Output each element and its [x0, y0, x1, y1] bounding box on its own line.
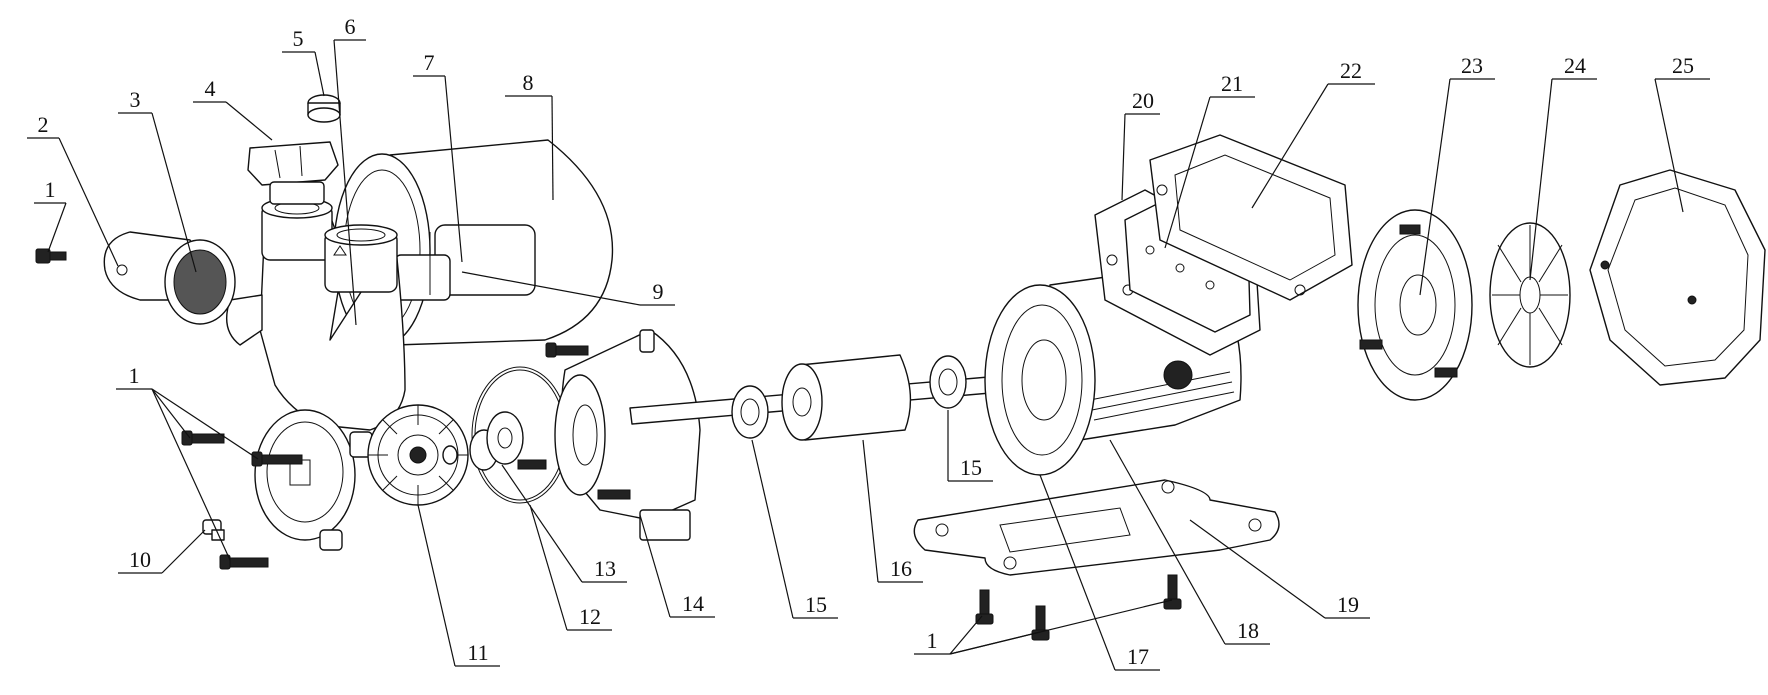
callout-18: 18	[1237, 618, 1259, 643]
callout-13: 13	[594, 556, 616, 581]
leader-lines	[27, 39, 1710, 671]
callout-3: 3	[130, 87, 141, 112]
screw-upper-left	[35, 248, 67, 264]
pump-body	[226, 197, 406, 431]
callout-2: 2	[38, 112, 49, 137]
cooling-fan	[1489, 222, 1571, 368]
callout-8: 8	[523, 70, 534, 95]
pump-bracket	[545, 329, 701, 541]
cover-screws	[181, 430, 303, 570]
filter-screen	[164, 239, 236, 325]
callout-labels: 1 2 3 4 5 6 7 8 9 1 10 11 12 13 14 15 16…	[38, 14, 1695, 669]
mechanical-seal	[469, 411, 547, 471]
impeller	[367, 404, 469, 506]
callout-1-mid-left: 1	[129, 363, 140, 388]
callout-11: 11	[467, 640, 488, 665]
callout-9: 9	[653, 279, 664, 304]
small-plug	[307, 94, 341, 123]
callout-1-lower-right: 1	[927, 628, 938, 653]
callout-7: 7	[424, 50, 435, 75]
base-screws	[975, 574, 1182, 641]
callout-5: 5	[293, 26, 304, 51]
callout-19: 19	[1337, 592, 1359, 617]
callout-10: 10	[129, 547, 151, 572]
callout-1-upper-left: 1	[45, 177, 56, 202]
mounting-base	[913, 479, 1280, 576]
terminal-box-cover	[1149, 134, 1353, 301]
rear-bearing-cover	[1357, 209, 1473, 401]
callout-4: 4	[205, 76, 216, 101]
callout-15-right: 15	[960, 455, 982, 480]
callout-23: 23	[1461, 53, 1483, 78]
callout-24: 24	[1564, 53, 1586, 78]
motor-end-flange	[984, 284, 1096, 476]
callout-20: 20	[1132, 88, 1154, 113]
callout-16: 16	[890, 556, 912, 581]
cap-nut	[247, 141, 339, 205]
callout-21: 21	[1221, 71, 1243, 96]
rotor	[781, 354, 912, 441]
callout-15-left: 15	[805, 592, 827, 617]
fan-cover	[1589, 169, 1766, 386]
callout-25: 25	[1672, 53, 1694, 78]
callout-14: 14	[682, 591, 704, 616]
callout-6: 6	[345, 14, 356, 39]
bearing-right	[929, 355, 967, 409]
callout-12: 12	[579, 604, 601, 629]
volute-cover	[254, 409, 373, 551]
callout-22: 22	[1340, 58, 1362, 83]
callout-17: 17	[1127, 644, 1149, 669]
bearing-left	[731, 385, 769, 439]
